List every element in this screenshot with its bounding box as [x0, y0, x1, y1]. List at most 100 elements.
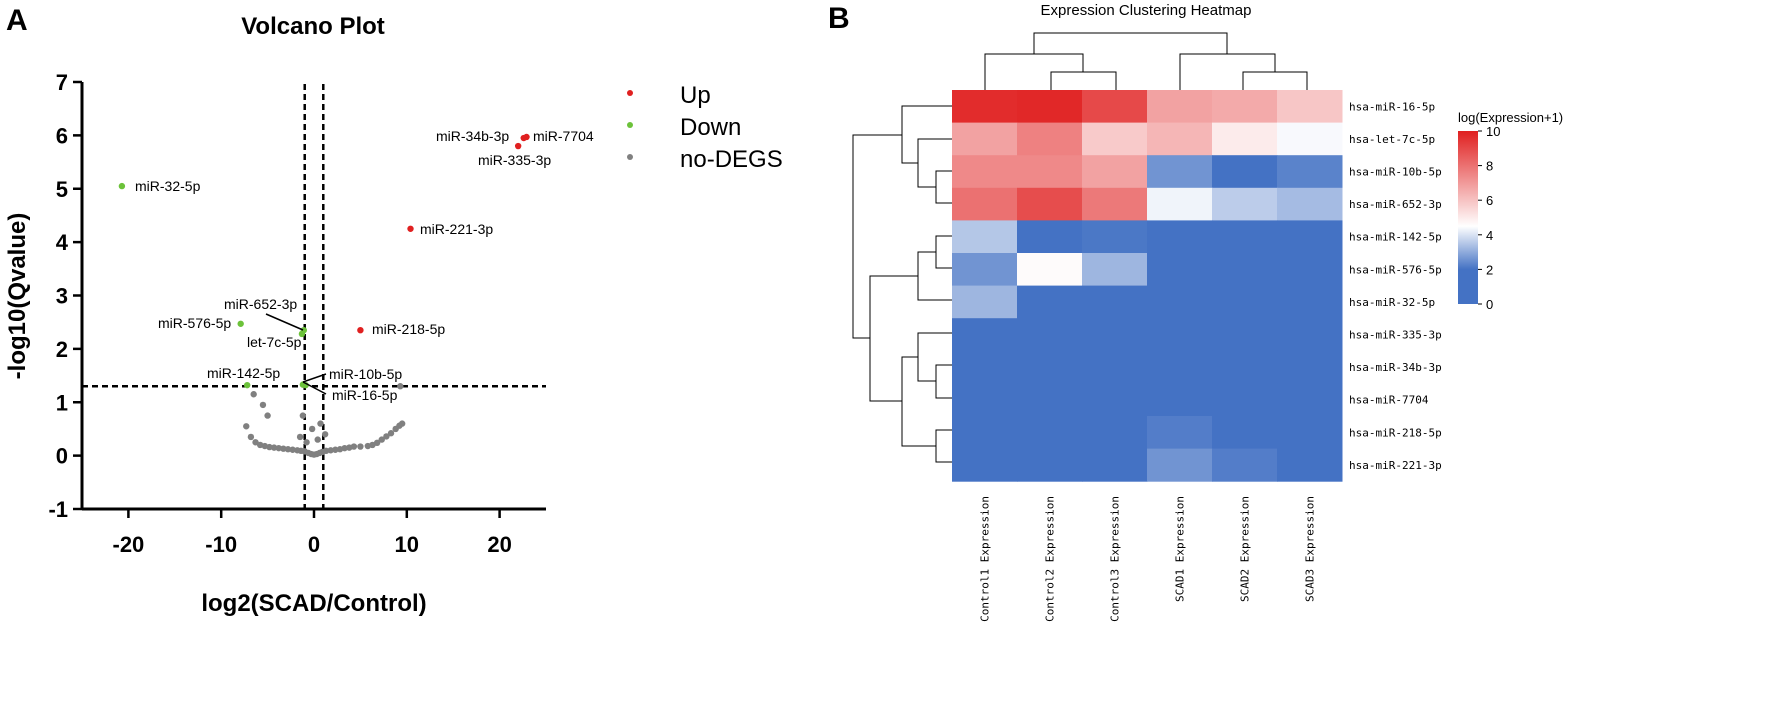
- heatmap-cell: [952, 187, 1018, 221]
- heatmap-cell: [1147, 122, 1213, 156]
- leader-line-10b: [302, 373, 327, 383]
- heatmap-cell: [1082, 253, 1148, 287]
- legend-label-up: Up: [680, 82, 711, 109]
- y-tick-label: 1: [56, 390, 68, 415]
- heatmap-cell: [1277, 90, 1343, 124]
- heatmap-cell: [1212, 90, 1278, 124]
- y-tick-label: -1: [48, 497, 68, 522]
- column-label: SCAD1 Expression: [1174, 496, 1187, 602]
- heatmap-cell: [1147, 187, 1213, 221]
- annotation-mir-576-5p: miR-576-5p: [158, 315, 231, 331]
- row-label: hsa-miR-221-3p: [1349, 459, 1442, 472]
- heatmap-cell: [952, 448, 1018, 482]
- y-tick-label: 3: [56, 284, 68, 309]
- heatmap-cell: [1147, 383, 1213, 417]
- heatmap-title: Expression Clustering Heatmap: [1041, 2, 1252, 19]
- point-no-degs-40: [303, 439, 310, 446]
- row-dendro-32-group: [917, 251, 952, 301]
- heatmap-cell: [1277, 318, 1343, 352]
- heatmap-cell: [1277, 122, 1343, 156]
- row-dendro-lower: [869, 275, 918, 402]
- heatmap-cell: [1212, 155, 1278, 189]
- point-annotations: miR-34b-3p miR-7704 miR-335-3p miR-32-5p…: [135, 128, 594, 403]
- heatmap-cell: [1017, 416, 1083, 450]
- row-dendro-let7c-pair: [917, 138, 952, 188]
- row-dendro-335-group: [917, 332, 952, 382]
- heatmap-cell: [1212, 220, 1278, 254]
- heatmap-cell: [1212, 122, 1278, 156]
- column-label: Control3 Expression: [1109, 496, 1122, 622]
- row-dendro-34b-7704: [935, 364, 952, 399]
- point-no-degs-39: [398, 420, 406, 427]
- y-tick-label: 7: [56, 70, 68, 95]
- heatmap-cell: [1277, 187, 1343, 221]
- point-no-degs-36: [387, 430, 395, 437]
- heatmap-cell: [1017, 220, 1083, 254]
- row-label: hsa-miR-10b-5p: [1349, 166, 1442, 179]
- point-no-degs-45: [317, 420, 324, 427]
- point-no-degs-3: [243, 423, 250, 430]
- y-tick-label: 5: [56, 177, 68, 202]
- y-axis-label: -log10(Qvalue): [4, 213, 31, 380]
- colorbar-label: log(Expression+1): [1458, 110, 1563, 125]
- point-no-degs-29: [350, 443, 358, 450]
- row-label: hsa-miR-32-5p: [1349, 296, 1435, 309]
- point-no-degs-41: [314, 436, 321, 443]
- heatmap-cell: [1147, 253, 1213, 287]
- row-label: hsa-miR-7704: [1349, 394, 1429, 407]
- legend: Up Down no-DEGS: [627, 82, 783, 173]
- heatmap-cell: [1212, 383, 1278, 417]
- y-tick-label: 0: [56, 444, 68, 469]
- row-dendro-lower-sub: [901, 356, 936, 447]
- colorbar-tick-label: 8: [1486, 159, 1493, 174]
- column-dendrogram: [984, 32, 1308, 90]
- point-no-degs-30: [357, 443, 364, 450]
- heatmap-cell: [1082, 285, 1148, 319]
- annotation-mir-7704: miR-7704: [533, 128, 594, 144]
- annotation-mir-218-5p: miR-218-5p: [372, 321, 445, 337]
- row-label: hsa-miR-142-5p: [1349, 231, 1442, 244]
- panel-a-label: A: [6, 4, 28, 37]
- heatmap-cell: [1147, 350, 1213, 384]
- heatmap-cell: [1277, 285, 1343, 319]
- heatmap-cell: [952, 90, 1018, 124]
- heatmap-cell: [1277, 220, 1343, 254]
- point-no-degs-8: [266, 443, 273, 451]
- row-dendro-218-221: [935, 429, 952, 463]
- point-down-4: [243, 381, 251, 389]
- heatmap-cell: [1017, 90, 1083, 124]
- heatmap-cell: [1017, 350, 1083, 384]
- heatmap-cell: [1082, 220, 1148, 254]
- point-no-degs-25: [332, 446, 339, 453]
- point-no-degs-13: [289, 446, 296, 453]
- heatmap-cell: [1147, 285, 1213, 319]
- colorbar-tick-label: 6: [1486, 193, 1493, 208]
- x-tick-label: -20: [113, 532, 145, 557]
- heatmap-cell: [952, 285, 1018, 319]
- column-label: SCAD3 Expression: [1304, 496, 1317, 602]
- point-up-4: [357, 326, 364, 334]
- col-dendro-root: [1033, 32, 1228, 54]
- heatmap-cell: [1082, 187, 1148, 221]
- heatmap-cell: [1017, 155, 1083, 189]
- col-dendro-c2-c3: [1050, 71, 1117, 90]
- point-no-degs-46: [299, 412, 307, 419]
- row-dendro-root: [852, 134, 902, 339]
- heatmap-cell: [1277, 416, 1343, 450]
- heatmap-panel: B Expression Clustering Heatmap hsa-miR-…: [828, 2, 1563, 622]
- x-tick-label: 10: [395, 532, 419, 557]
- point-no-degs-47: [397, 383, 404, 390]
- annotation-leader-lines: [265, 313, 327, 395]
- x-tick-label: 20: [487, 532, 511, 557]
- y-tick-label: 2: [56, 337, 68, 362]
- row-label: hsa-miR-16-5p: [1349, 100, 1435, 113]
- heatmap-cell: [1212, 318, 1278, 352]
- row-dendrogram: [852, 105, 952, 463]
- row-label: hsa-miR-218-5p: [1349, 426, 1442, 439]
- heatmap-cell: [1212, 253, 1278, 287]
- annotation-mir-34b-3p: miR-34b-3p: [436, 128, 509, 144]
- volcano-plot-area: [82, 84, 546, 509]
- legend-marker-down: [627, 122, 633, 128]
- point-up-2: [523, 133, 530, 141]
